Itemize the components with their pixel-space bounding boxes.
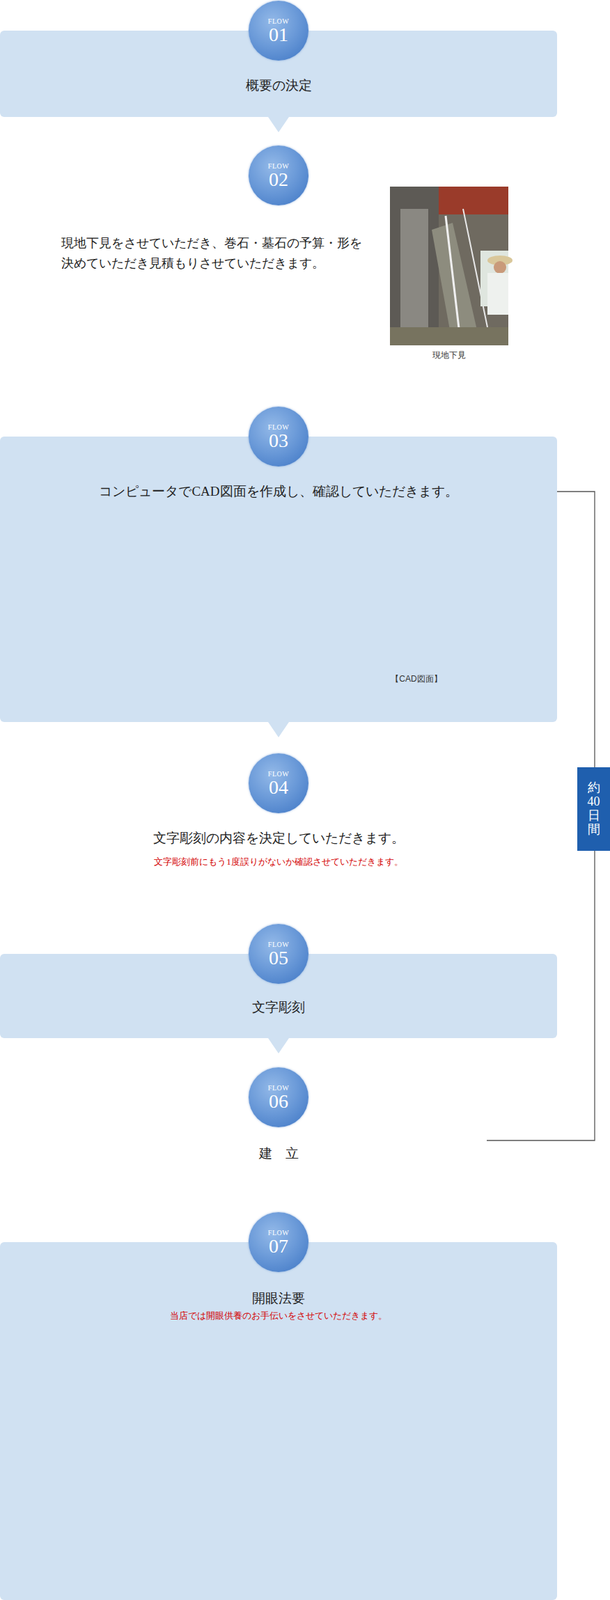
flow-badge: FLOW02: [248, 145, 309, 206]
flow-badge: FLOW01: [248, 0, 309, 61]
flow-word: FLOW: [268, 423, 289, 432]
step-band: 概要の決定FLOW01: [0, 30, 558, 117]
step-description: 建 立: [0, 1145, 558, 1163]
flow-badge: FLOW03: [248, 406, 309, 467]
flow-word: FLOW: [268, 940, 289, 949]
pointer-triangle: [268, 722, 289, 738]
step-note: 文字彫刻前にもう1度誤りがないか確認させていただきます。: [0, 856, 558, 869]
pointer-triangle: [268, 1038, 289, 1054]
step-band: コンピュータでCAD図面を作成し、確認していただきます。FLOW03: [0, 436, 558, 723]
flow-number: 07: [268, 1236, 289, 1257]
flow-word: FLOW: [268, 1084, 289, 1092]
pointer-triangle: [268, 116, 289, 133]
step-title: コンピュータでCAD図面を作成し、確認していただきます。: [0, 483, 558, 501]
flow-number: 05: [268, 948, 289, 968]
flow-word: FLOW: [268, 17, 289, 26]
flow-number: 02: [268, 169, 289, 190]
flow-number: 04: [268, 777, 289, 798]
step-band: 文字彫刻FLOW05: [0, 953, 558, 1039]
flow-badge: FLOW05: [248, 924, 309, 984]
flow-word: FLOW: [268, 770, 289, 778]
step-description: 現地下見をさせていただき、巻石・墓石の予算・形を 決めていただき見積もりさせてい…: [61, 233, 372, 274]
step-title: 開眼法要: [0, 1290, 558, 1308]
flow-number: 01: [268, 25, 289, 45]
photo-caption: 現地下見: [389, 350, 509, 362]
period-box: 約40日間: [577, 767, 610, 851]
step-title: 文字彫刻: [0, 999, 558, 1017]
image-caption: 【CAD図面】: [293, 674, 539, 686]
flow-badge: FLOW07: [248, 1212, 309, 1273]
site-photo: [389, 186, 513, 346]
step-note: 当店では開眼供養のお手伝いをさせていただきます。: [0, 1310, 558, 1323]
flow-word: FLOW: [268, 162, 289, 170]
flow-number: 03: [268, 431, 289, 451]
flow-number: 06: [268, 1091, 289, 1112]
flow-badge: FLOW04: [248, 753, 309, 814]
flow-badge: FLOW06: [248, 1067, 309, 1128]
flow-word: FLOW: [268, 1229, 289, 1237]
step-description: 文字彫刻の内容を決定していただきます。: [0, 830, 558, 848]
period-text: 約40日間: [587, 781, 601, 837]
step-band: 開眼法要当店では開眼供養のお手伝いをさせていただきます。FLOW07: [0, 1242, 558, 1600]
step-title: 概要の決定: [0, 77, 558, 95]
